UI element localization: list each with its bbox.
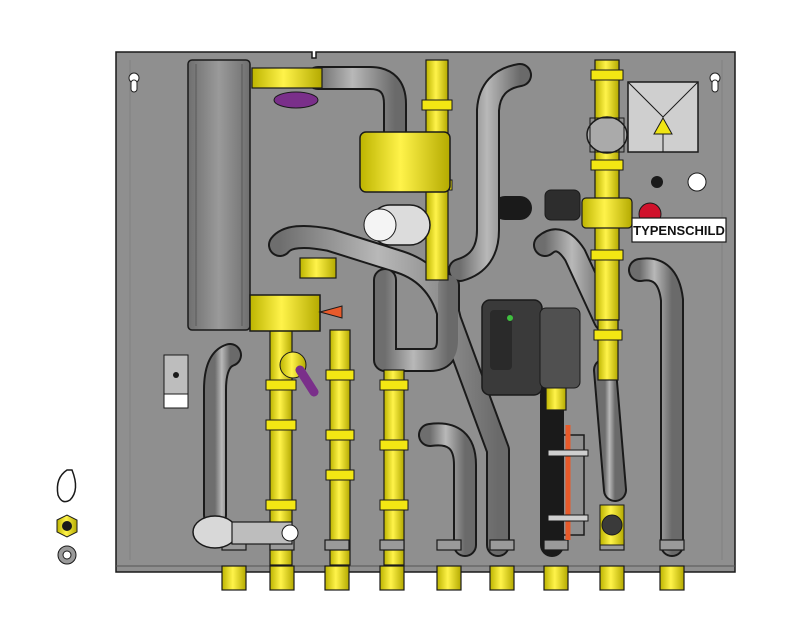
hex-nut [56, 514, 78, 538]
valve-icon [251, 67, 323, 109]
thermostatic-head [192, 515, 299, 549]
cable-tie [56, 469, 77, 503]
manifold-left [249, 257, 343, 332]
ball-valve-handle [279, 351, 319, 397]
seal-ring [57, 545, 77, 565]
pipe-network [203, 63, 684, 557]
wall-bracket [163, 354, 189, 409]
keyhole-mount-right [709, 72, 721, 93]
electrical-box [627, 81, 699, 153]
mixing-valve [359, 131, 451, 246]
keyhole-mount-left [128, 72, 140, 93]
pressure-gauge [586, 116, 628, 154]
thermometer-icon [547, 425, 589, 540]
heat-exchanger-icon [187, 59, 251, 331]
cable-glands [651, 172, 707, 192]
brass-pipe-columns [265, 59, 624, 566]
type-plate-label: TYPENSCHILD [633, 223, 725, 238]
type-plate: TYPENSCHILD [631, 217, 727, 243]
bottom-connections [221, 539, 685, 591]
accessories [56, 469, 78, 565]
warning-icon [653, 116, 673, 135]
strainer-valve [599, 504, 625, 546]
pump-icon [481, 299, 581, 396]
